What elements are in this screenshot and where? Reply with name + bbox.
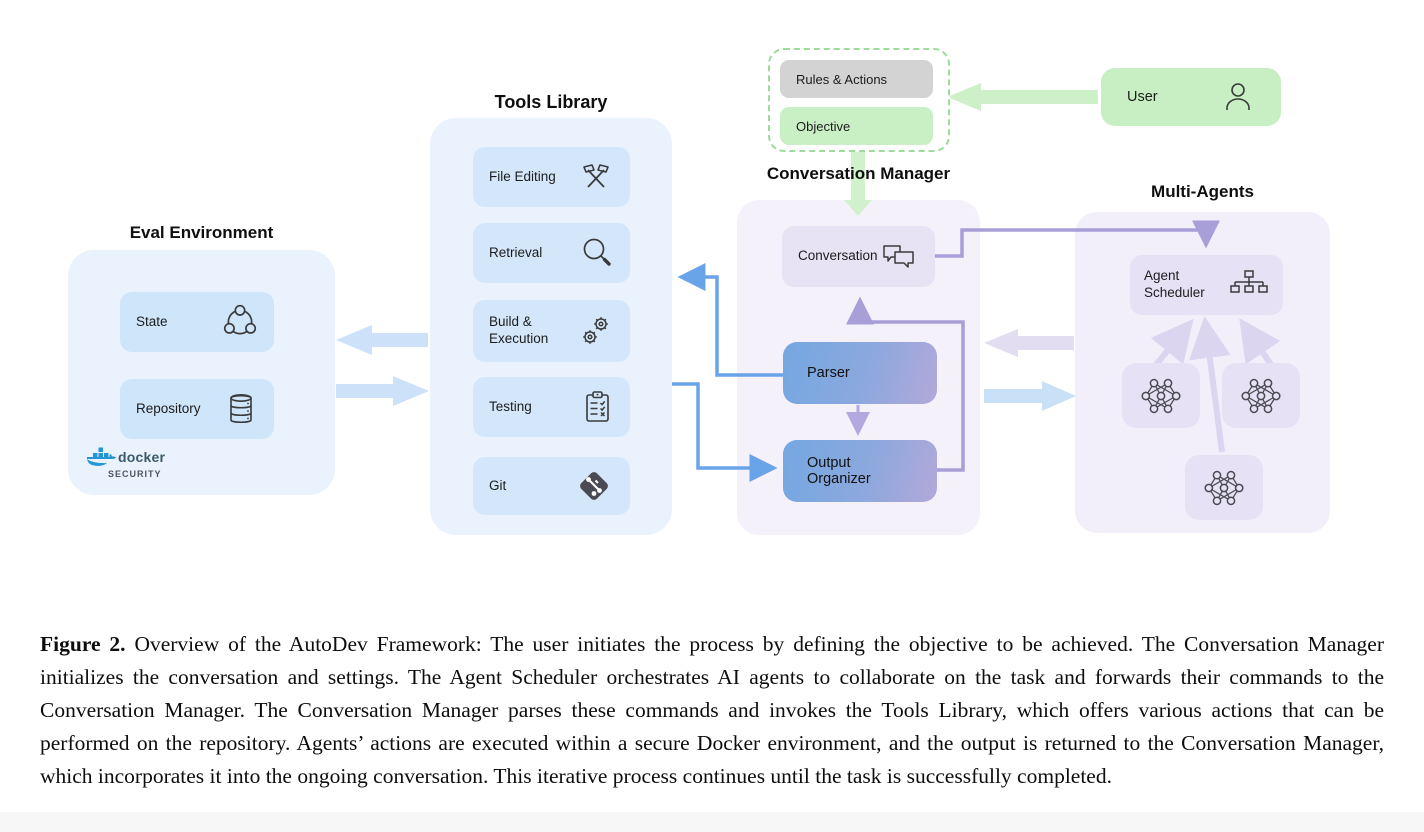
gears-icon [583,317,608,344]
tool-git: Git [473,457,630,515]
arrow-eval-to-tools [336,376,429,406]
hammers-icon [583,164,609,188]
neural-net-icon [1241,378,1281,413]
line-parser-to-tools [677,263,783,377]
arrow-user-to-rules [947,83,1098,111]
objective-label: Objective [796,118,851,134]
tool-label: File Editing [489,168,556,184]
docker-brand-label: docker [118,449,166,465]
figure-caption: Figure 2. Overview of the AutoDev Framew… [40,628,1384,793]
arrow-agents-to-manager [984,329,1074,357]
arrow-agent1-to-scheduler [1150,318,1194,368]
repository-label: Repository [136,400,201,416]
clipboard-icon [586,391,609,422]
docker-security-logo: docker SECURITY [86,446,165,479]
agent-3-box [1185,455,1263,520]
agent-scheduler-box: Agent Scheduler [1130,255,1283,315]
agent-scheduler-label: Agent Scheduler [1144,268,1205,300]
neural-net-icon [1204,470,1244,505]
tool-build-execution: Build & Execution [473,300,630,362]
arrow-agent3-to-scheduler [1189,316,1231,453]
state-box: State [120,292,274,352]
tool-label: Retrieval [489,244,543,260]
rules-actions-box: Rules & Actions [780,60,933,98]
repository-box: Repository [120,379,274,439]
tools-library-title: Tools Library [494,92,608,112]
eval-environment-panel [68,250,335,495]
tool-retrieval: Retrieval [473,223,630,283]
database-icon [230,393,252,424]
line-conversation-to-scheduler [935,220,1220,258]
person-icon [1226,83,1250,110]
neural-net-icon [1141,378,1181,413]
org-chart-icon [1230,270,1268,293]
conversation-box: Conversation [782,226,935,287]
page-bottom-strip [0,812,1424,832]
line-tools-to-output-organizer [672,382,778,482]
parser-label: Parser [807,365,850,381]
line-output-to-conversation [846,296,965,472]
user-label: User [1127,88,1158,105]
arrow-agent2-to-scheduler [1239,318,1281,368]
magnifier-icon [583,238,611,266]
conversation-manager-title: Conversation Manager [766,164,951,183]
arrow-tools-to-eval [336,325,428,355]
tool-file-editing: File Editing [473,147,630,207]
eval-environment-title: Eval Environment [129,223,274,242]
cycle-icon [223,304,257,335]
tool-label: Build & Execution [489,314,549,346]
connector-layer [336,83,1281,482]
output-organizer-box: Output Organizer [783,440,937,502]
agent-2-box [1222,363,1300,428]
figure-caption-label: Figure 2. [40,631,126,656]
conversation-label: Conversation [798,248,878,264]
rules-actions-label: Rules & Actions [796,71,888,87]
tool-label: Git [489,477,507,493]
arrow-objective-to-conversation [844,148,872,216]
arrow-manager-to-agents [984,381,1076,411]
git-icon [580,472,608,500]
objective-box: Objective [780,107,933,145]
docker-whale-icon [86,447,116,466]
multi-agents-title: Multi-Agents [1151,182,1254,201]
docker-security-label: SECURITY [108,469,162,479]
tool-label: Testing [489,398,532,414]
chat-bubbles-icon [883,244,914,268]
state-label: State [136,313,168,329]
agent-1-box [1122,363,1200,428]
user-box: User [1101,68,1281,126]
tool-testing: Testing [473,377,630,437]
output-organizer-label: Output Organizer [807,455,871,487]
figure-caption-text: Overview of the AutoDev Framework: The u… [40,631,1384,788]
parser-box: Parser [783,342,937,404]
